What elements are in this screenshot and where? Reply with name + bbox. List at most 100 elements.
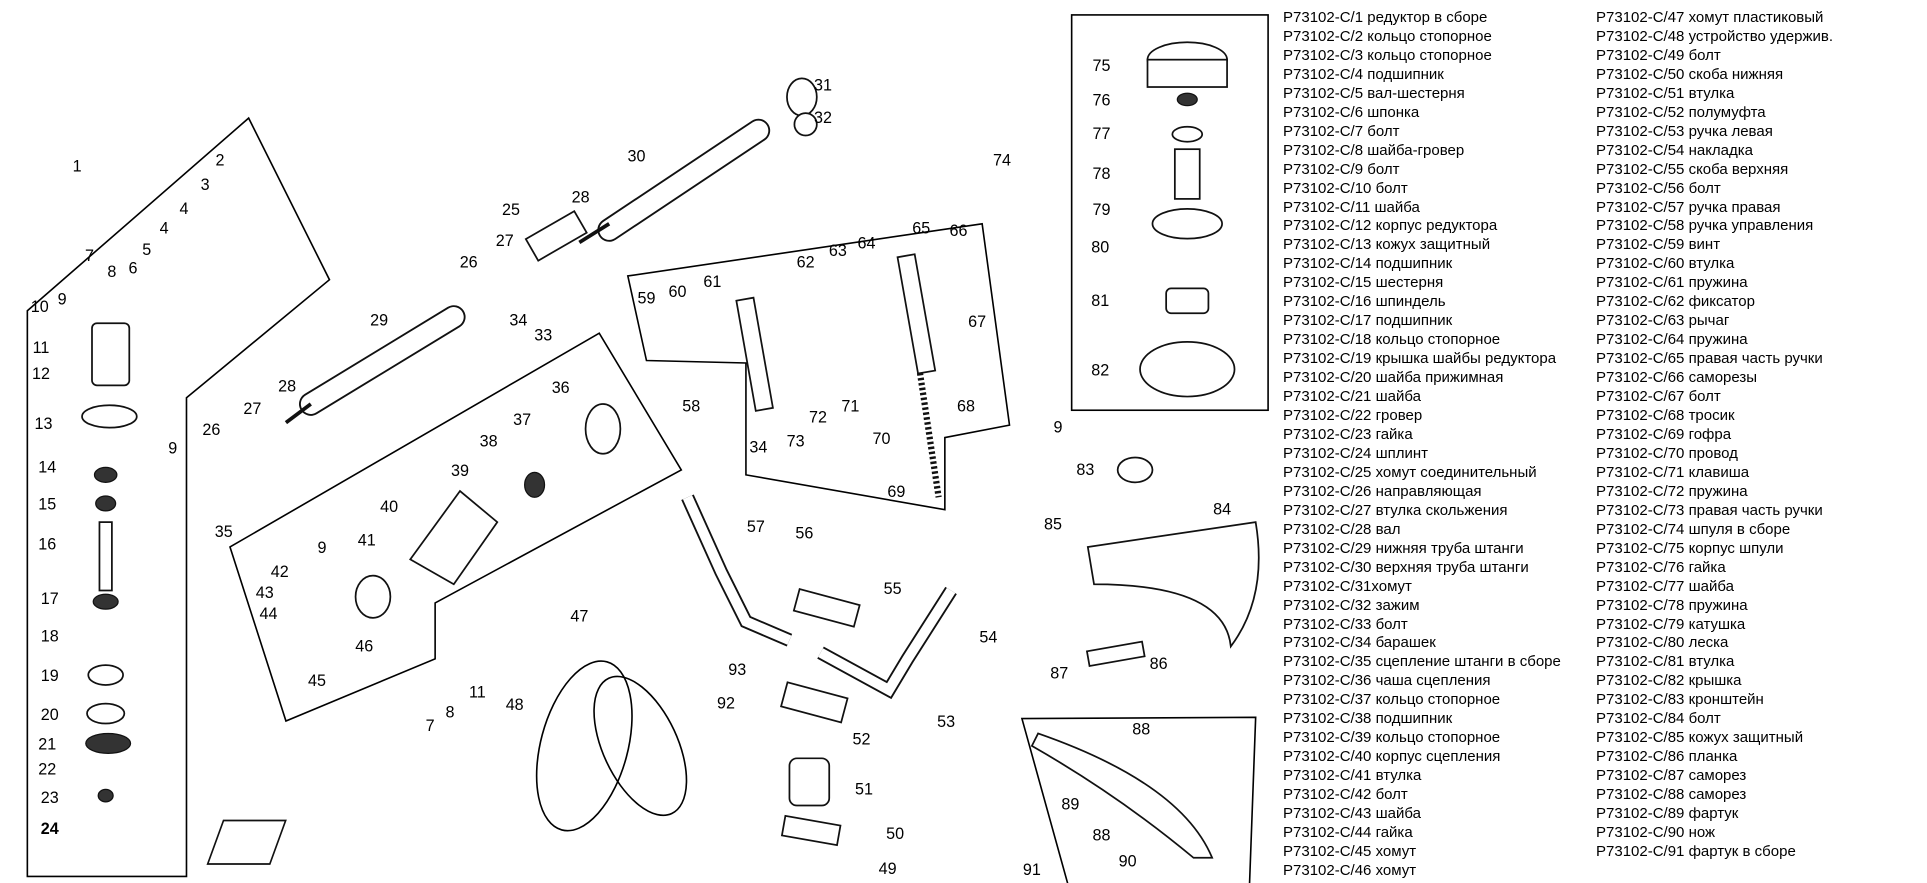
parts-list-item: P73102-C/23 гайка: [1283, 425, 1413, 443]
parts-list-item: P73102-C/50 скоба нижняя: [1596, 65, 1784, 83]
parts-list-item: P73102-C/17 подшипник: [1283, 312, 1453, 330]
parts-list-item: P73102-C/14 подшипник: [1283, 255, 1453, 273]
callout-23: 23: [41, 789, 59, 807]
parts-list-item: P73102-C/72 пружина: [1596, 482, 1748, 500]
clutch-assembly-outline: [229, 332, 683, 723]
parts-list-item: P73102-C/8 шайба-гровер: [1283, 141, 1465, 159]
callout-64: 64: [858, 235, 876, 253]
parts-list-item: P73102-C/58 ручка управления: [1596, 217, 1814, 235]
parts-list-item: P73102-C/64 пружина: [1596, 331, 1748, 349]
callout-10: 10: [31, 298, 49, 316]
parts-list-item: P73102-C/60 втулка: [1596, 255, 1735, 273]
parts-list-item: P73102-C/63 рычаг: [1596, 312, 1730, 330]
callout-18: 18: [41, 627, 59, 645]
parts-list-item: P73102-C/1 редуктор в сборе: [1283, 9, 1488, 26]
callout-91: 91: [1023, 861, 1041, 879]
parts-list-item: P73102-C/10 болт: [1283, 179, 1408, 197]
parts-list-item: P73102-C/3 кольцо стопорное: [1283, 46, 1492, 64]
parts-list-item: P73102-C/84 болт: [1596, 710, 1721, 728]
callout-36: 36: [552, 379, 570, 397]
parts-list-item: P73102-C/37 кольцо стопорное: [1283, 691, 1501, 709]
parts-list-item: P73102-C/86 планка: [1596, 748, 1738, 766]
callout-78: 78: [1093, 165, 1111, 183]
callout-2: 2: [216, 151, 225, 169]
callout-28: 28: [572, 189, 590, 207]
parts-list-item: P73102-C/83 кронштейн: [1596, 691, 1764, 709]
callout-33: 33: [534, 327, 552, 345]
parts-list-item: P73102-C/2 кольцо стопорное: [1283, 27, 1492, 45]
callout-32: 32: [814, 109, 832, 127]
right-handle: [681, 494, 793, 647]
callout-49: 49: [879, 860, 897, 878]
parts-list-item: P73102-C/89 фартук: [1596, 805, 1739, 823]
callout-28: 28: [278, 378, 296, 396]
parts-list-item: P73102-C/79 катушка: [1596, 615, 1746, 633]
callout-22: 22: [38, 760, 56, 778]
parts-list-item: P73102-C/38 подшипник: [1283, 710, 1453, 728]
parts-list-item: P73102-C/85 кожух защитный: [1596, 729, 1804, 747]
callout-20: 20: [41, 706, 59, 724]
parts-list-item: P73102-C/26 направляющая: [1283, 482, 1482, 500]
parts-list-item: P73102-C/56 болт: [1596, 179, 1721, 197]
parts-list-item: P73102-C/34 барашек: [1283, 634, 1436, 652]
parts-list-item: P73102-C/59 винт: [1596, 236, 1721, 254]
parts-list-item: P73102-C/39 кольцо стопорное: [1283, 729, 1501, 747]
callout-63: 63: [829, 242, 847, 260]
parts-list-item: P73102-C/82 крышка: [1596, 672, 1742, 690]
callout-25: 25: [502, 201, 520, 219]
callout-88: 88: [1093, 826, 1111, 844]
parts-list-item: P73102-C/67 болт: [1596, 388, 1721, 406]
callout-3: 3: [201, 176, 210, 194]
parts-list-item: P73102-C/36 чаша сцепления: [1283, 672, 1491, 690]
parts-list-item: P73102-C/30 верхняя труба штанги: [1283, 558, 1529, 576]
callout-26: 26: [460, 253, 478, 271]
parts-list-item: P73102-C/87 саморез: [1596, 767, 1747, 785]
callout-12: 12: [32, 365, 50, 383]
parts-list-item: P73102-C/11 шайба: [1283, 198, 1420, 216]
callout-47: 47: [570, 608, 588, 626]
callout-34: 34: [749, 439, 767, 457]
shaft-28a: [284, 402, 312, 425]
parts-drawings: [81, 41, 1260, 865]
parts-list-item: P73102-C/21 шайба: [1283, 388, 1421, 406]
parts-list-item: P73102-C/88 саморез: [1596, 786, 1747, 804]
callout-79: 79: [1093, 201, 1111, 219]
parts-list-item: P73102-C/52 полумуфта: [1596, 103, 1766, 121]
gearbox-assembly-outline: [26, 116, 331, 878]
parts-list-item: P73102-C/22 гровер: [1283, 407, 1423, 425]
parts-list-item: P73102-C/45 хомут: [1283, 842, 1417, 860]
callout-73: 73: [787, 432, 805, 450]
parts-list-item: P73102-C/65 правая часть ручки: [1596, 350, 1823, 368]
callout-84: 84: [1213, 501, 1231, 519]
callout-93: 93: [728, 661, 746, 679]
callout-86: 86: [1150, 655, 1168, 673]
callout-62: 62: [797, 253, 815, 271]
callout-9: 9: [317, 539, 326, 557]
callout-51: 51: [855, 780, 873, 798]
callout-26: 26: [202, 421, 220, 439]
parts-list-item: P73102-C/41 втулка: [1283, 767, 1422, 785]
parts-list-item: P73102-C/51 втулка: [1596, 84, 1735, 102]
parts-list-item: P73102-C/35 сцепление штанги в сборе: [1283, 653, 1561, 671]
parts-list-item: P73102-C/69 гофра: [1596, 425, 1732, 443]
callout-66: 66: [950, 222, 968, 240]
callout-35: 35: [215, 523, 233, 541]
callout-15: 15: [38, 496, 56, 514]
callout-52: 52: [853, 731, 871, 749]
parts-list-item: P73102-C/44 гайка: [1283, 823, 1413, 841]
callout-88: 88: [1132, 721, 1150, 739]
parts-list-item: P73102-C/7 болт: [1283, 122, 1400, 140]
parts-list-item: P73102-C/33 болт: [1283, 615, 1408, 633]
apron-assembly-outline: [1020, 716, 1257, 883]
callout-74: 74: [993, 151, 1011, 169]
callout-50: 50: [886, 825, 904, 843]
callout-4: 4: [160, 220, 169, 238]
callout-6: 6: [129, 259, 138, 277]
callout-9: 9: [58, 291, 67, 309]
callout-11: 11: [33, 339, 50, 357]
parts-list-item: P73102-C/81 втулка: [1596, 653, 1735, 671]
callout-4: 4: [179, 200, 188, 218]
parts-list-item: P73102-C/66 саморезы: [1596, 369, 1758, 387]
